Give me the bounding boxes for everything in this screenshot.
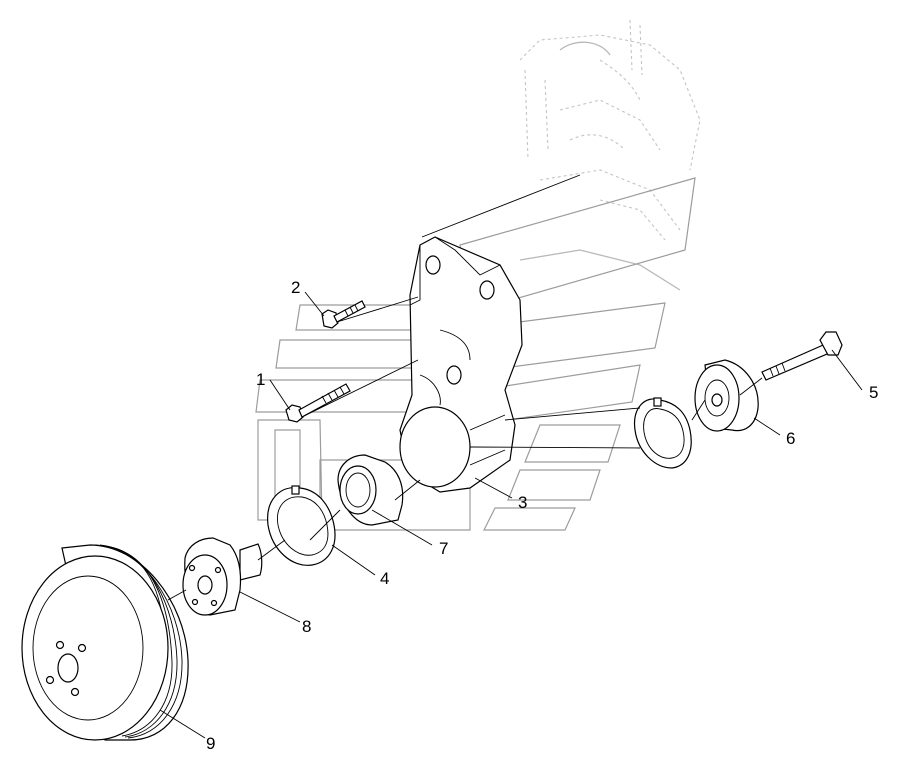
callout-3: 3: [518, 493, 527, 512]
callout-2: 2: [291, 278, 300, 297]
engine-block-ghost: [519, 19, 701, 291]
pulley-part-9: [21, 544, 189, 741]
hub-part-8: [182, 537, 263, 616]
callout-1: 1: [256, 370, 265, 389]
callout-7: 7: [439, 539, 448, 558]
bushing-part-7: [337, 454, 404, 526]
callout-5: 5: [869, 383, 878, 402]
washer-part-6: [694, 359, 759, 432]
callout-9: 9: [206, 734, 215, 753]
callout-6: 6: [786, 429, 795, 448]
callout-leaders: [159, 291, 863, 739]
bolt-part-2: [321, 300, 366, 329]
callouts: 2 1 5 6 3 7 4 8 9: [206, 278, 878, 753]
alignment-lines: [167, 174, 763, 601]
callout-8: 8: [302, 617, 311, 636]
bolt-part-1: [285, 383, 351, 423]
callout-4: 4: [380, 569, 389, 588]
circlip-right: [633, 397, 692, 469]
bolt-part-5: [761, 331, 843, 381]
bracket-part-3: [399, 236, 523, 493]
circlip-part-4: [267, 485, 336, 566]
